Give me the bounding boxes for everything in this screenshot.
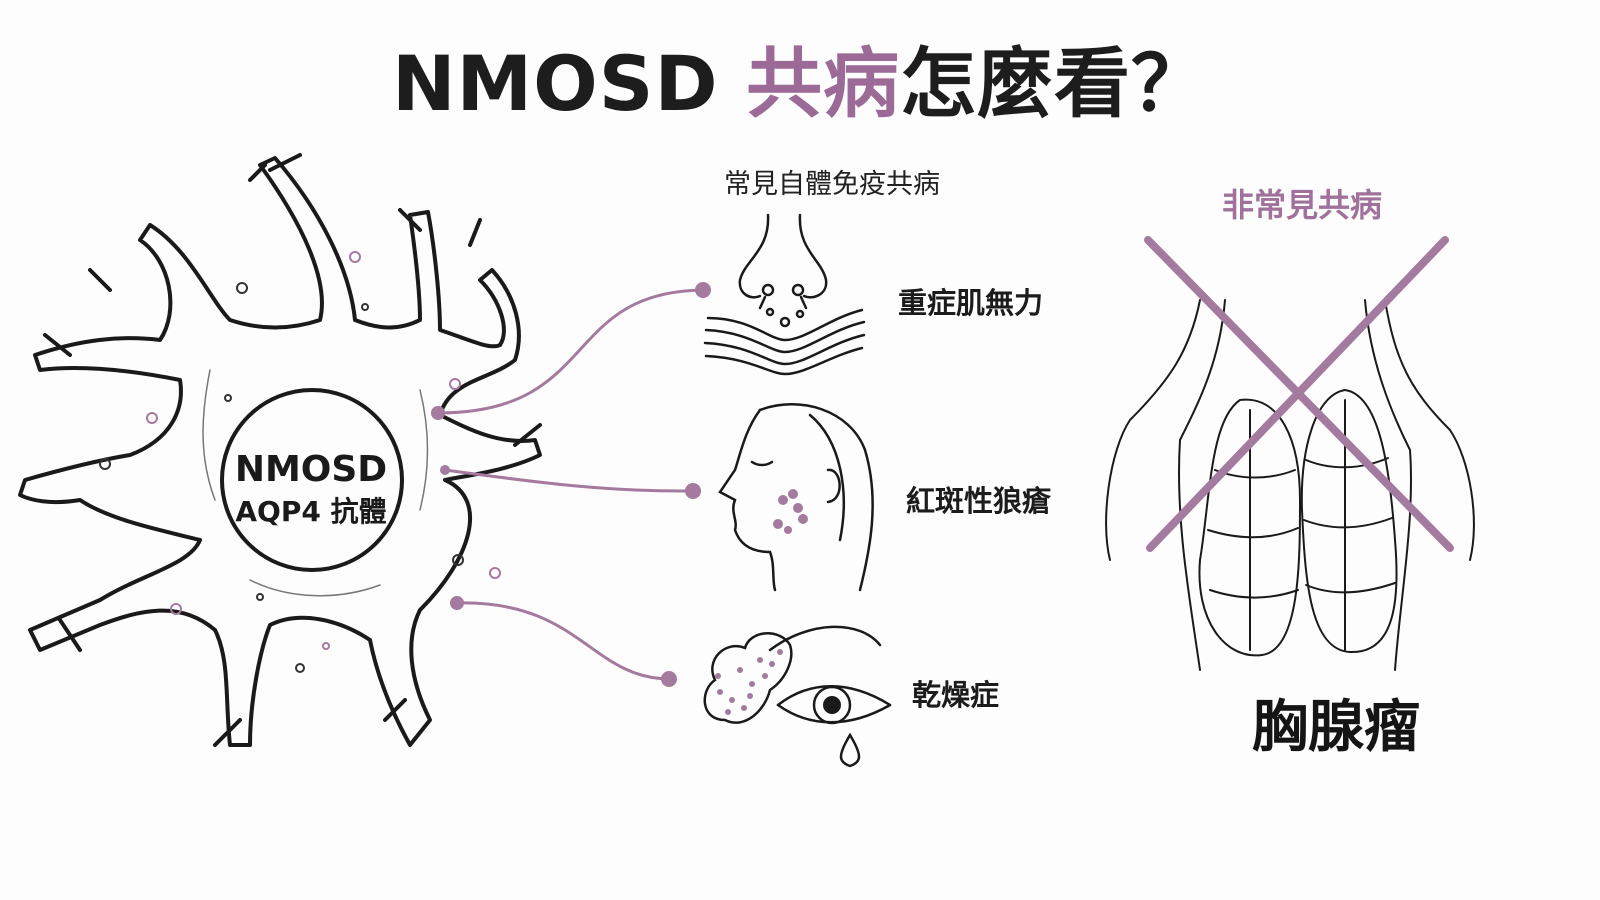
nmosd-core-label: NMOSD AQP4 抗體 xyxy=(234,448,388,532)
connector-lines xyxy=(437,288,704,681)
rare-comorbidities-heading: 非常見共病 xyxy=(1222,186,1383,224)
common-comorbidities-heading: 常見自體免疫共病 xyxy=(724,169,940,200)
pupil xyxy=(823,696,841,714)
sjogren-label: 乾燥症 xyxy=(912,678,1000,712)
particle-dots xyxy=(99,251,501,673)
page-title: NMOSD 共病怎麼看？ xyxy=(0,22,1600,132)
gland-dots xyxy=(715,649,783,715)
myasthenia-gravis-label: 重症肌無力 xyxy=(898,286,1044,320)
title-prefix: NMOSD xyxy=(391,39,747,128)
thymoma-label: 胸腺瘤 xyxy=(1252,695,1420,760)
dry-eye-gland-icon xyxy=(703,625,892,768)
title-suffix: 怎麼看？ xyxy=(900,39,1209,128)
cross-mark xyxy=(1144,236,1454,552)
neuron-cell-icon xyxy=(18,153,542,747)
core-line-2: AQP4 抗體 xyxy=(235,495,387,528)
lupus-label: 紅斑性狼瘡 xyxy=(906,484,1052,518)
myasthenia-nose-muscle-icon xyxy=(703,213,866,376)
title-accent: 共病 xyxy=(746,39,901,128)
butterfly-rash xyxy=(773,489,808,534)
lupus-face-butterfly-icon xyxy=(718,403,874,592)
thymus-crossed-icon xyxy=(1105,299,1475,671)
core-line-1: NMOSD xyxy=(234,449,388,490)
connector-dots xyxy=(431,282,711,687)
